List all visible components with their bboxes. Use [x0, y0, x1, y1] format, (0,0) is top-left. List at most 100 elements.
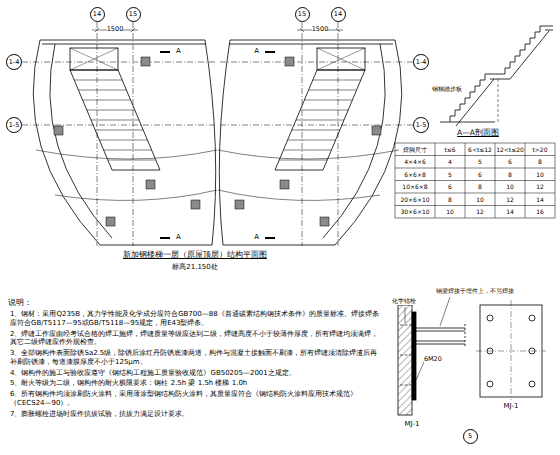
steel-beam: [465, 324, 466, 348]
weld-table: [395, 155, 555, 156]
weld-table: [395, 143, 555, 218]
axis-number: 14: [93, 11, 101, 18]
table-cell: 8: [538, 158, 542, 166]
embed-plate: [529, 348, 535, 354]
axis-bubble: 15: [295, 7, 310, 22]
axis-number: 14: [334, 11, 342, 18]
table-cell: 14: [506, 208, 514, 216]
note-text: 2、焊缝工作应由经考试合格的焊工施焊，焊缝质量等级应达到二级，焊缝高度不小于较薄…: [10, 330, 382, 348]
note-text: 1、钢材：采用Q235B，其力学性能及化学成分应符合GB700—88《普通碳素结…: [10, 310, 382, 328]
section-mark-label: A: [176, 233, 181, 242]
table-cell: 8: [448, 196, 452, 204]
section-aa: [545, 30, 553, 31]
table-cell: 10: [506, 183, 514, 191]
steel-beam: [416, 344, 465, 345]
part-mark: MJ-1: [504, 402, 519, 411]
steel-beam: [416, 331, 465, 332]
axis-number: 5: [468, 433, 472, 440]
steel-beam: [416, 341, 465, 342]
table-cell: t≤6: [444, 146, 455, 154]
section-mark-label: A: [254, 47, 259, 56]
embed-detail: [412, 312, 416, 400]
leader-line: [440, 297, 450, 326]
embed-plate: [529, 315, 535, 321]
table-cell: 10: [446, 208, 454, 216]
table-cell: 30×6×10: [400, 208, 429, 216]
note-text: 4、钢构件的施工与验收应遵守《钢结构工程施工质量验收规范》GB50205—200…: [10, 369, 382, 378]
axis-number: 15: [298, 11, 306, 18]
notes-heading: 说明：: [8, 298, 32, 308]
table-cell: 焊脚尺寸: [403, 146, 427, 154]
table-cell: 10×6×8: [402, 183, 427, 191]
table-cell: 12: [506, 196, 514, 204]
detail-callout: 5: [463, 429, 478, 444]
table-cell: 6<t≤12: [468, 146, 492, 154]
anchor-bolt: [400, 325, 412, 326]
part-mark: MJ-1: [405, 420, 420, 429]
detail-note: 钢梁焊接于埋件上，不另焊接: [436, 287, 514, 295]
embed-plate: [529, 381, 535, 387]
axis-bubble: 1-5: [413, 117, 429, 133]
table-cell: 5: [448, 171, 452, 179]
steel-beam: [416, 328, 465, 329]
dimension: 1500: [312, 25, 329, 33]
leader-line: [405, 307, 406, 323]
elevation-note: 标高21.150处: [172, 263, 218, 272]
anchor-bolt: [400, 325, 412, 385]
dimension: 1500: [107, 25, 124, 33]
leader-line: [416, 362, 424, 380]
table-cell: 10: [476, 196, 484, 204]
axis-number: 1-4: [9, 59, 20, 66]
table-cell: 5: [478, 158, 482, 166]
table-cell: 4: [448, 158, 452, 166]
part-name: 钢梯踏步板: [432, 85, 462, 93]
table-cell: 6: [448, 183, 452, 191]
axis-bubble: 1-4: [413, 54, 429, 70]
axis-bubble: 15: [126, 7, 141, 22]
axis-number: 1-5: [416, 122, 427, 129]
section-aa: [450, 26, 553, 122]
table-cell: 8: [478, 183, 482, 191]
embed-plate: [476, 300, 546, 400]
weld-table: [395, 180, 555, 181]
table-cell: 10: [536, 171, 544, 179]
weld-table: [395, 205, 555, 206]
note-text: 3、全部钢构件表面除锈Sa2.5级，除锈后涂红丹防锈底漆两道，构件与混凝土接触面…: [10, 349, 382, 367]
axis-bubble: 1-4: [6, 54, 22, 70]
axis-number: 1-5: [9, 122, 20, 129]
table-cell: 12<t≤20: [496, 146, 524, 154]
section-aa: [490, 79, 510, 80]
note-text: 7、膨胀螺栓进场时应作抗拔试验，抗拔力满足设计要求。: [10, 410, 382, 419]
table-cell: 12: [476, 208, 484, 216]
bolt-spec: 6M20: [424, 355, 442, 363]
embed-plate: [487, 348, 493, 354]
embed-plate: [476, 351, 546, 352]
axis-bubble: 14: [90, 7, 105, 22]
stair-plan-left: [22, 22, 217, 246]
table-cell: 14: [536, 196, 544, 204]
section-aa: [498, 79, 499, 122]
section-aa: [510, 31, 549, 79]
anchor-bolt: [400, 385, 412, 386]
embed-detail: [398, 297, 546, 415]
embed-plate: [511, 300, 512, 400]
axis-number: 15: [129, 11, 137, 18]
anchor-bolt: [400, 355, 412, 356]
stair-plan-right: [218, 22, 413, 246]
axis-number: 1-4: [416, 59, 427, 66]
table-cell: 16: [536, 208, 544, 216]
section-mark-label: A: [176, 47, 181, 56]
note-text: 6、所有钢构件均须涂刷防火涂料，采用薄涂型钢结构防火涂料，其质量应符合《钢结构防…: [10, 390, 382, 408]
weld-table: [395, 193, 555, 194]
section-title: A—A剖面图: [457, 128, 499, 137]
axis-bubble: 1-5: [6, 117, 22, 133]
section-aa: [440, 26, 553, 126]
table-cell: 6×6×8: [404, 171, 426, 179]
table-cell: 12: [536, 183, 544, 191]
note-text: 5、耐火等级为二级，钢构件的耐火极限要求：钢柱 2.5h 梁 1.5h 楼梯 1…: [10, 379, 382, 388]
table-cell: 4×4×6: [404, 158, 426, 166]
table-cell: 8: [508, 171, 512, 179]
embed-plate: [487, 315, 493, 321]
section-mark-label: A: [254, 233, 259, 242]
